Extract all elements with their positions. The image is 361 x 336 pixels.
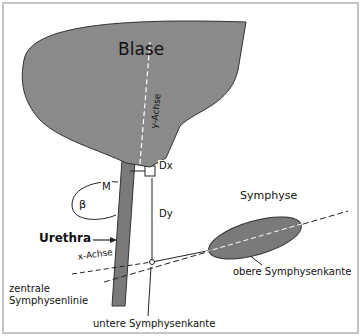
symphysis-shape: Symphyse [200, 190, 312, 262]
frame [3, 3, 358, 333]
lower-edge-point [150, 260, 155, 265]
symphysis-edge-line [152, 250, 212, 262]
bladder-shape [18, 14, 252, 174]
angle-arc [72, 182, 118, 220]
organ-label: Blase [118, 40, 164, 60]
x-axis-line [72, 262, 152, 274]
part-label: untere Symphysenkante [92, 318, 216, 330]
organ-label: Symphyse [240, 190, 297, 203]
angle-label: β [78, 199, 87, 212]
dx-line [130, 171, 145, 172]
point-label: M [101, 181, 112, 193]
organ-label: Urethra [38, 232, 92, 246]
leader-line [148, 267, 151, 316]
dimension-label: Dy [158, 208, 174, 220]
dy-line [152, 178, 153, 262]
part-label: obere Symphysenkante [232, 266, 352, 278]
axis-label: x-Achse [76, 247, 114, 262]
arrowhead [110, 237, 117, 243]
part-label: zentrale Symphysenlinie [8, 283, 98, 306]
dimension-label: Dx [158, 160, 174, 172]
bladder-shape: Blase [18, 14, 252, 174]
